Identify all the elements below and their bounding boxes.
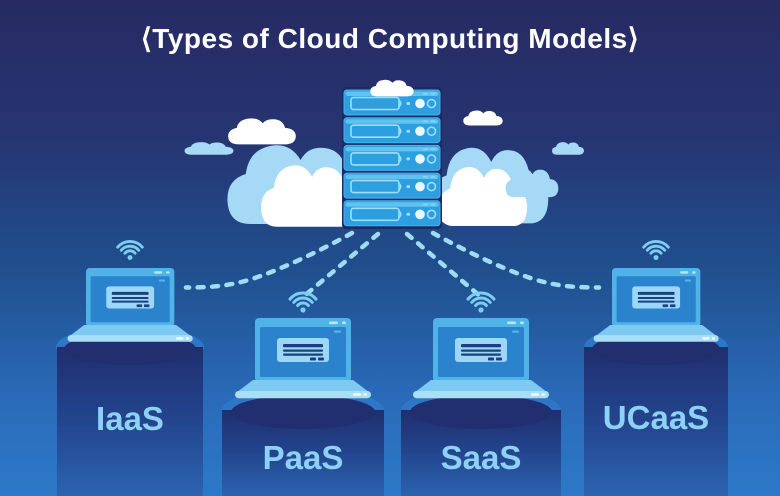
laptop-icon xyxy=(235,318,371,399)
wifi-icon xyxy=(288,291,318,315)
label-iaas: IaaS xyxy=(96,400,164,437)
server-unit xyxy=(343,144,441,172)
spoke-ucaas: UCaaS xyxy=(584,240,728,496)
connection-line-iaas xyxy=(183,230,355,290)
connection-line-saas xyxy=(404,231,484,300)
pedestal-iaas xyxy=(57,347,203,496)
laptop-icon xyxy=(413,318,549,399)
laptop-icon xyxy=(67,268,193,342)
connection-line-ucaas xyxy=(430,230,602,290)
server-unit xyxy=(343,116,441,144)
pedestal-top xyxy=(410,395,552,429)
spoke-paas: PaaS xyxy=(222,291,384,496)
cloud-icon xyxy=(228,118,296,145)
server-unit xyxy=(343,200,441,227)
connection-lines xyxy=(183,230,602,300)
spoke-iaas: IaaS xyxy=(56,240,204,496)
connection-line-paas xyxy=(300,231,381,300)
cloud-icon xyxy=(551,142,584,155)
label-paas: PaaS xyxy=(263,439,344,476)
pedestal-ucaas xyxy=(584,347,728,496)
server-unit xyxy=(343,172,441,199)
server-stack-icon xyxy=(342,87,442,229)
label-ucaas: UCaaS xyxy=(603,399,709,436)
laptop-icon xyxy=(593,268,719,342)
cloud-icon xyxy=(184,142,234,155)
cloud-cluster-right xyxy=(431,110,584,226)
label-saas: SaaS xyxy=(441,439,522,476)
spoke-saas: SaaS xyxy=(401,291,561,496)
pedestal-top xyxy=(231,395,375,429)
cloud-icon xyxy=(463,110,503,126)
wifi-icon xyxy=(116,240,144,262)
wifi-icon xyxy=(466,291,496,315)
diagram-title: ⟨Types of Cloud Computing Models⟩ xyxy=(140,23,640,54)
cloud-icon xyxy=(370,79,414,97)
wifi-icon xyxy=(642,240,670,262)
